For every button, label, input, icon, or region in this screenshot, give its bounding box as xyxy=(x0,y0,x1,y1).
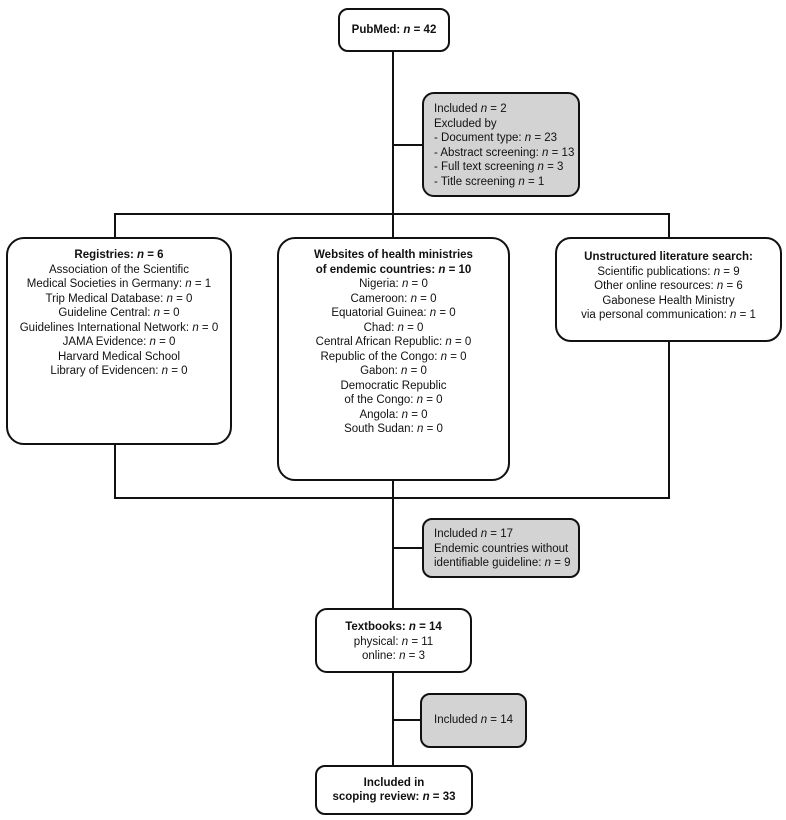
connector-line xyxy=(114,444,116,499)
box-title: scoping review: n = 33 xyxy=(332,791,456,803)
text-line: Medical Societies in Germany: n = 1 xyxy=(26,278,212,290)
text-line: - Full text screening n = 3 xyxy=(434,161,564,173)
text-line: Guideline Central: n = 0 xyxy=(58,307,180,319)
box-pubmed-screening: Included n = 2 Excluded by - Document ty… xyxy=(422,92,580,197)
text-line: Chad: n = 0 xyxy=(363,321,424,334)
connector-line xyxy=(392,52,394,237)
connector-line xyxy=(114,213,670,215)
text-line: Included n = 14 xyxy=(434,714,513,727)
text-line: Endemic countries without xyxy=(434,542,569,555)
text-line: identifiable guideline: n = 9 xyxy=(434,557,571,569)
text-line: JAMA Evidence: n = 0 xyxy=(62,336,176,348)
text-line: Angola: n = 0 xyxy=(359,408,428,421)
text-line: of the Congo: n = 0 xyxy=(344,394,443,406)
text-line: Included n = 17 xyxy=(434,528,513,540)
box-title: Registries: n = 6 xyxy=(74,249,164,261)
text-line: Excluded by xyxy=(434,117,497,130)
box-final-inclusion: Included in scoping review: n = 33 xyxy=(315,765,473,815)
text-line: Cameroon: n = 0 xyxy=(350,292,437,305)
box-title: Unstructured literature search: xyxy=(584,251,753,263)
box-unstructured-search: Unstructured literature search: Scientif… xyxy=(555,237,782,342)
box-title: Included in xyxy=(363,776,425,789)
text-line: Gabonese Health Ministry xyxy=(602,294,735,307)
box-title: of endemic countries: n = 10 xyxy=(315,263,472,276)
connector-line xyxy=(394,144,422,146)
connector-line xyxy=(114,213,116,239)
box-title: Websites of health ministries xyxy=(314,249,473,261)
text-line: via personal communication: n = 1 xyxy=(581,309,756,321)
text-line: Equatorial Guinea: n = 0 xyxy=(331,307,456,319)
box-pubmed: PubMed: n = 42 xyxy=(338,8,450,52)
text-line: Included n = 2 xyxy=(434,103,507,115)
text-line: Central African Republic: n = 0 xyxy=(315,336,472,348)
connector-line xyxy=(392,672,394,765)
text-line: - Abstract screening: n = 13 xyxy=(434,146,575,159)
connector-line xyxy=(668,341,670,499)
text-line: Library of Evidencen: n = 0 xyxy=(50,365,188,377)
text-line: Republic of the Congo: n = 0 xyxy=(320,350,467,363)
box-textbooks: Textbooks: n = 14 physical: n = 11 onlin… xyxy=(315,608,472,673)
text-line: physical: n = 11 xyxy=(353,635,434,648)
text-line: Association of the Scientific xyxy=(49,263,189,276)
text-line: Guidelines International Network: n = 0 xyxy=(19,321,219,334)
text-line: Nigeria: n = 0 xyxy=(359,278,428,290)
text-line: Gabon: n = 0 xyxy=(360,365,427,377)
connector-line xyxy=(668,213,670,239)
text-line: Scientific publications: n = 9 xyxy=(597,265,740,278)
text-line: Democratic Republic xyxy=(340,379,447,392)
text-line: Harvard Medical School xyxy=(57,350,181,363)
box-registries: Registries: n = 6 Association of the Sci… xyxy=(6,237,232,445)
text-line: Trip Medical Database: n = 0 xyxy=(45,292,193,305)
box-ministry-websites: Websites of health ministries of endemic… xyxy=(277,237,510,481)
text-line: Other online resources: n = 6 xyxy=(594,280,743,292)
text-line: online: n = 3 xyxy=(361,650,425,662)
connector-line xyxy=(394,719,420,721)
box-title: Textbooks: n = 14 xyxy=(345,621,442,633)
box-title: PubMed: n = 42 xyxy=(351,23,437,36)
text-line: - Document type: n = 23 xyxy=(434,132,558,144)
connector-line xyxy=(392,480,394,608)
box-textbooks-outcome: Included n = 14 xyxy=(420,693,527,748)
text-line: South Sudan: n = 0 xyxy=(344,423,443,435)
text-line: - Title screening n = 1 xyxy=(434,175,545,188)
box-ministries-outcome: Included n = 17 Endemic countries withou… xyxy=(422,518,580,578)
connector-line xyxy=(394,547,422,549)
